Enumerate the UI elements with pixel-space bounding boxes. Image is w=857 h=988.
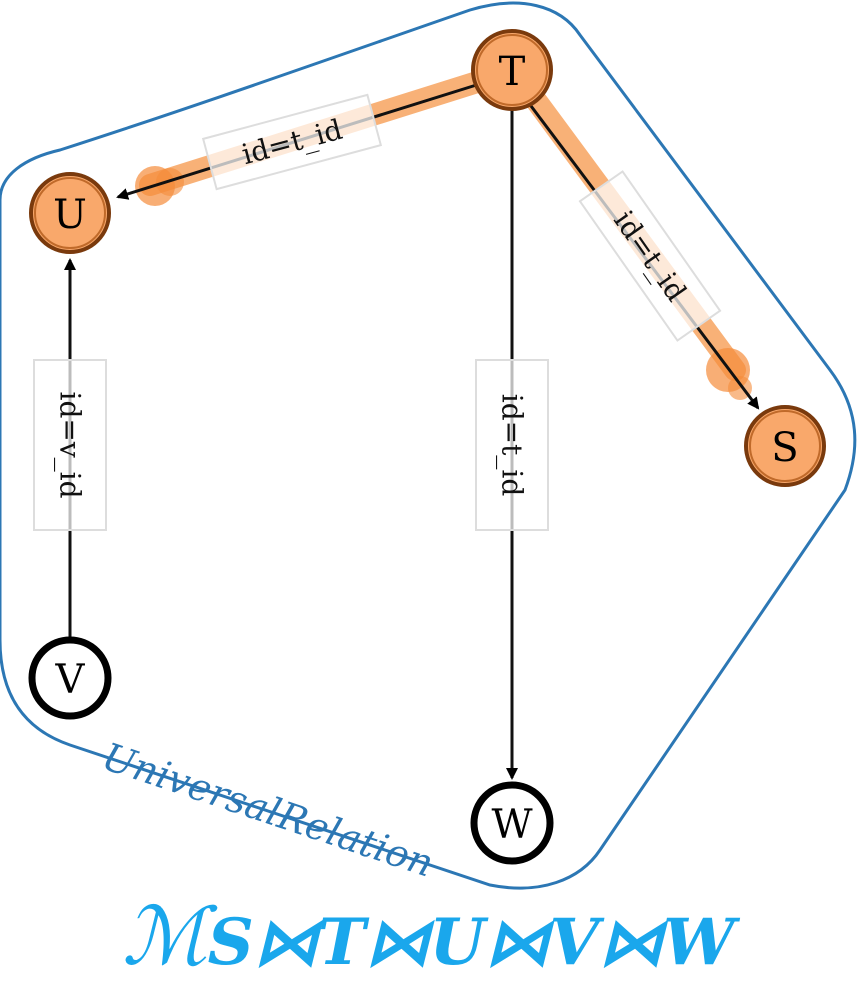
node-u[interactable]: U (29, 172, 111, 254)
node-t[interactable]: T (471, 29, 553, 111)
join-expression: ℳS⋈T⋈U⋈V⋈W (0, 892, 857, 988)
node-label-u: U (53, 192, 87, 238)
node-s[interactable]: S (744, 405, 826, 487)
script-m-symbol: ℳ (122, 890, 208, 983)
node-label-v: V (55, 657, 86, 703)
edge-label-v-u: id=v_id (33, 359, 107, 531)
hull-label-text: UniversalRelation (97, 734, 439, 885)
edge-label-text-t-w: id=t_id (496, 394, 529, 497)
edge-label-text-v-u: id=v_id (54, 391, 87, 498)
hull-label: UniversalRelation (97, 734, 439, 885)
node-label-t: T (499, 49, 526, 95)
edge-label-t-w: id=t_id (475, 359, 549, 531)
node-label-w: W (491, 802, 532, 848)
edge-label-t-u: id=t_id (201, 93, 383, 191)
node-v[interactable]: V (28, 636, 112, 720)
node-label-s: S (771, 425, 798, 471)
node-w[interactable]: W (470, 781, 554, 865)
join-subscript: S⋈T⋈U⋈V⋈W (207, 905, 735, 980)
universal-relation-hull (0, 1, 857, 890)
